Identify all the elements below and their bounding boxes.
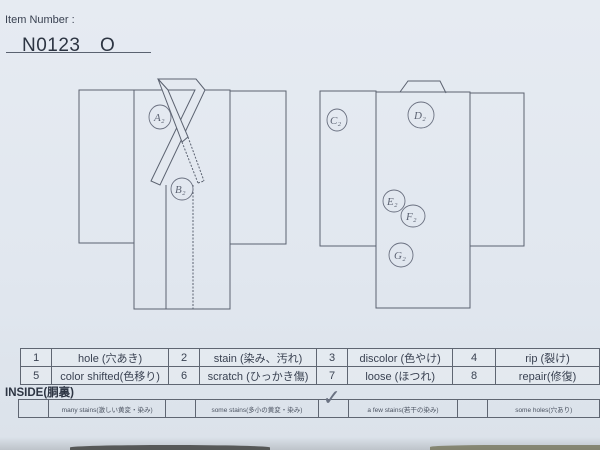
marker-D: D₂ (407, 101, 435, 129)
check-mark-icon: ✓ (322, 386, 341, 411)
inside-condition-table: many stains(激しい黄変・染み) some stains(多小の黄変・… (17, 386, 600, 418)
inside-checkbox-some-stains[interactable] (165, 399, 197, 418)
back-body (375, 91, 471, 309)
inside-option-label: many stains(激しい黄変・染み) (48, 399, 167, 418)
front-left-sleeve (78, 89, 135, 244)
svg-text:E₂: E₂ (386, 196, 398, 208)
legend-row: 1 hole (穴あき) 2 stain (染み、汚れ) 3 discolor … (19, 348, 600, 367)
legend-row: 5 color shifted(色移り) 6 scratch (ひっかき傷) 7… (19, 366, 600, 385)
legend-label: scratch (ひっかき傷) (199, 366, 317, 385)
marker-E: E₂ (382, 189, 406, 213)
svg-text:C₂: C₂ (330, 115, 341, 127)
back-collar (399, 80, 447, 94)
front-right-sleeve (229, 90, 287, 245)
marker-F: F₂ (400, 204, 426, 228)
legend-label: color shifted(色移り) (51, 366, 169, 385)
marker-A: A₂ (148, 104, 172, 130)
legend-label: rip (裂け) (495, 348, 600, 367)
inside-section-title: INSIDE(胴裏) (5, 387, 74, 399)
svg-text:D₂: D₂ (413, 110, 426, 122)
svg-text:F₂: F₂ (405, 211, 417, 223)
item-number-underline (6, 52, 151, 53)
legend-num: 6 (167, 366, 201, 385)
back-right-sleeve (469, 92, 525, 247)
legend-label: hole (穴あき) (51, 348, 169, 367)
legend-num: 1 (19, 348, 53, 367)
inside-option-label: a few stains(若干の染み) (347, 399, 459, 418)
kimono-diagram: A₂ B₂ C₂ D₂ E₂ F₂ G₂ (78, 78, 525, 310)
legend-num: 2 (167, 348, 201, 367)
legend-label: discolor (色やけ) (347, 348, 454, 367)
legend-num: 4 (452, 348, 497, 367)
legend-label: stain (染み、汚れ) (199, 348, 317, 367)
legend-label: loose (ほつれ) (347, 366, 454, 385)
item-number-value: N0123 O (22, 35, 116, 56)
marker-B: B₂ (170, 177, 194, 201)
svg-text:A₂: A₂ (153, 112, 165, 124)
legend-num: 5 (19, 366, 53, 385)
background-object (70, 445, 270, 450)
inside-checkbox-many-stains[interactable] (17, 399, 50, 418)
legend-num: 3 (315, 348, 349, 367)
legend-num: 7 (315, 366, 349, 385)
legend-label: repair(修復) (495, 366, 600, 385)
kimono-front (78, 78, 287, 310)
svg-text:B₂: B₂ (175, 184, 186, 196)
marker-C: C₂ (326, 108, 348, 132)
inside-checkbox-a-few-stains[interactable]: ✓ (317, 386, 349, 418)
svg-text:G₂: G₂ (394, 250, 406, 262)
legend-num: 8 (452, 366, 497, 385)
item-number-label: Item Number : (5, 14, 75, 26)
kimono-back (319, 80, 525, 309)
marker-G: G₂ (388, 242, 414, 268)
inside-option-label: some holes(穴あり) (487, 399, 600, 418)
inside-option-label: some stains(多小の黄変・染み) (195, 399, 319, 418)
damage-legend-table: 1 hole (穴あき) 2 stain (染み、汚れ) 3 discolor … (19, 348, 600, 385)
background-object (430, 445, 600, 450)
inside-checkbox-some-holes[interactable] (457, 399, 489, 418)
